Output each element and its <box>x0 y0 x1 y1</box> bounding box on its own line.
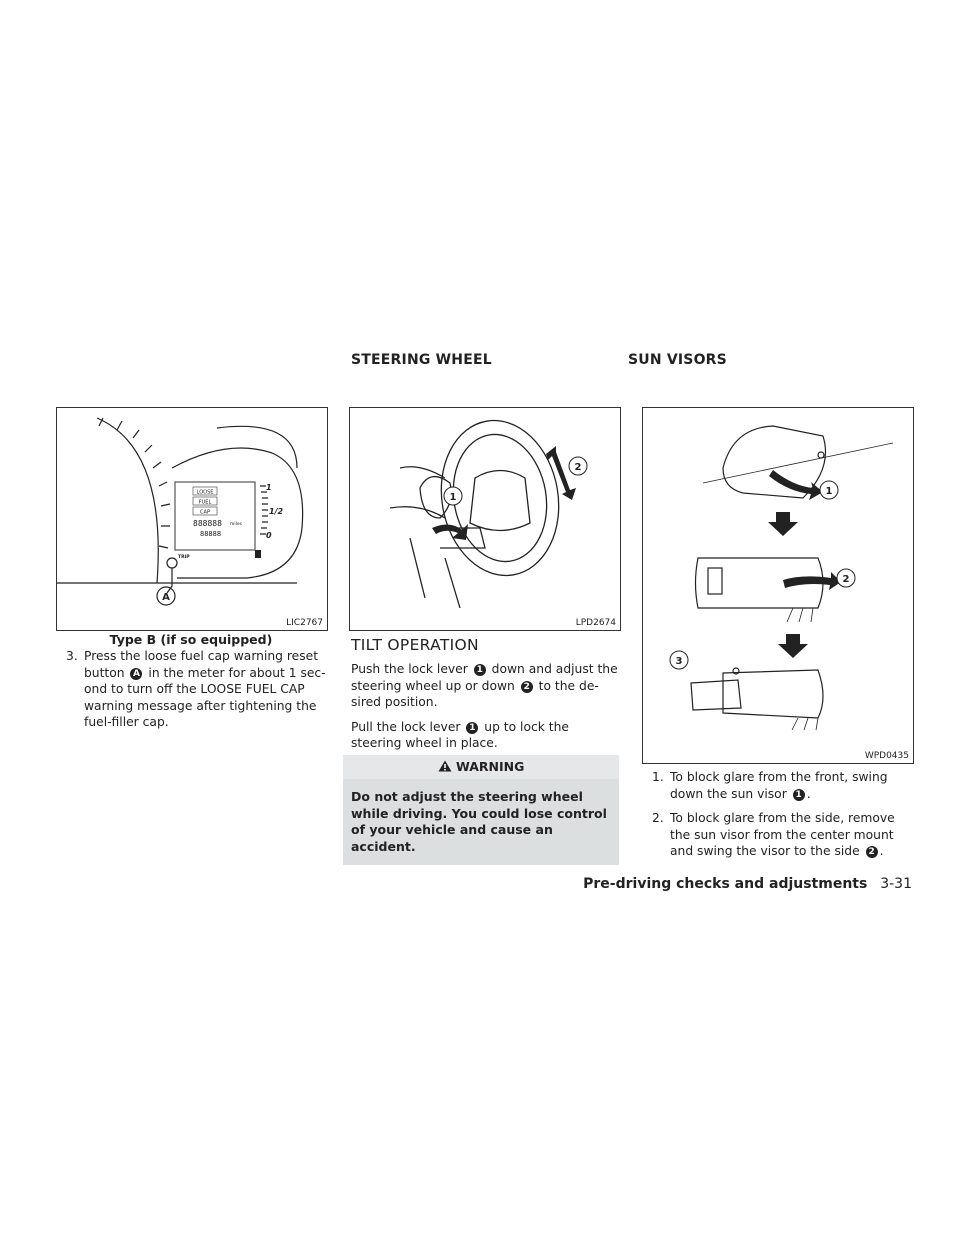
item-text: Press the loose fuel cap warning reset b… <box>84 649 319 680</box>
gauge-empty-label: 0 <box>266 531 272 540</box>
badge-a-icon: A <box>130 667 143 680</box>
figure-sun-visors: 1 2 3 WPD0435 <box>642 407 914 764</box>
warning-title: WARNING <box>456 759 525 774</box>
item-text: To block glare from the side, remove the… <box>670 811 895 858</box>
callout-3: 3 <box>676 656 683 667</box>
gauge-half-label: 1/2 <box>269 507 283 516</box>
text: Pull the lock lever <box>351 719 461 734</box>
list-item: 1. To block glare from the front, swing … <box>642 769 912 802</box>
steering-wheel-illustration: 1 2 <box>389 419 588 609</box>
chapter-title: Pre-driving checks and adjustments <box>583 876 868 892</box>
figure-code: LIC2767 <box>286 618 323 628</box>
column1-text: 3. Press the loose fuel cap warning rese… <box>56 648 326 739</box>
callout-2: 2 <box>575 462 582 473</box>
warning-text: Do not adjust the steering wheel while d… <box>343 779 619 865</box>
page-number: 3-31 <box>880 876 912 892</box>
list-item: 2. To block glare from the side, remove … <box>642 810 912 860</box>
figure-code: LPD2674 <box>575 618 616 628</box>
paragraph: Pull the lock lever 1 up to lock the ste… <box>351 719 619 752</box>
instrument-cluster-illustration: LOOSE FUEL CAP 888888 miles 88888 TRIP 1… <box>57 417 304 606</box>
text: down and adjust the steering wheel up or… <box>351 662 618 693</box>
display-odometer: 888888 <box>193 519 222 528</box>
badge-2-icon: 2 <box>520 680 533 693</box>
warning-box: WARNING Do not adjust the steering wheel… <box>343 755 619 865</box>
warning-header: WARNING <box>343 755 619 779</box>
trip-label: TRIP <box>178 554 190 560</box>
display-fuel: FUEL <box>199 500 212 506</box>
sun-visors-heading: SUN VISORS <box>628 352 727 368</box>
list-item: 3. Press the loose fuel cap warning rese… <box>56 648 326 731</box>
sun-visor-illustration: 1 2 3 <box>669 425 894 731</box>
paragraph: Push the lock lever 1 down and adjust th… <box>351 661 619 711</box>
text: Push the lock lever <box>351 662 468 676</box>
item-text: in the meter for about 1 sec- ond to tur… <box>84 665 326 730</box>
column3-text: 1. To block glare from the front, swing … <box>642 769 912 868</box>
display-trip: 88888 <box>200 530 221 538</box>
tilt-operation-heading: TILT OPERATION <box>351 636 479 654</box>
badge-1-icon: 1 <box>792 788 805 801</box>
list-number: 3. <box>66 649 78 663</box>
warning-triangle-icon <box>438 760 452 772</box>
column2-text: Push the lock lever 1 down and adjust th… <box>351 661 619 760</box>
list-number: 1. <box>652 770 664 784</box>
figure-steering-wheel: 1 2 LPD2674 <box>349 407 621 631</box>
badge-1-icon: 1 <box>473 664 486 676</box>
gauge-full-label: 1 <box>266 483 272 492</box>
figure-instrument-cluster: LOOSE FUEL CAP 888888 miles 88888 TRIP 1… <box>56 407 328 631</box>
callout-1: 1 <box>826 486 833 497</box>
page-footer: Pre-driving checks and adjustments 3-31 <box>583 876 912 892</box>
text: up to lock the steering wheel in place. <box>351 719 569 751</box>
display-loose: LOOSE <box>197 490 214 496</box>
callout-a: A <box>162 592 170 603</box>
text: to the de- sired position. <box>351 678 599 710</box>
callout-1: 1 <box>450 492 457 503</box>
item-text: . <box>879 844 884 858</box>
badge-1-icon: 1 <box>466 721 479 734</box>
display-odo-unit: miles <box>230 521 243 527</box>
figure-code: WPD0435 <box>864 751 909 761</box>
badge-2-icon: 2 <box>865 846 878 858</box>
display-cap: CAP <box>200 510 210 516</box>
callout-2: 2 <box>843 574 850 585</box>
steering-wheel-heading: STEERING WHEEL <box>351 352 492 368</box>
figure-caption: Type B (if so equipped) <box>109 632 273 647</box>
item-text: . <box>806 786 811 801</box>
item-text: To block glare from the front, swing dow… <box>670 770 888 801</box>
list-number: 2. <box>652 811 664 825</box>
fuel-pump-icon <box>255 550 261 558</box>
